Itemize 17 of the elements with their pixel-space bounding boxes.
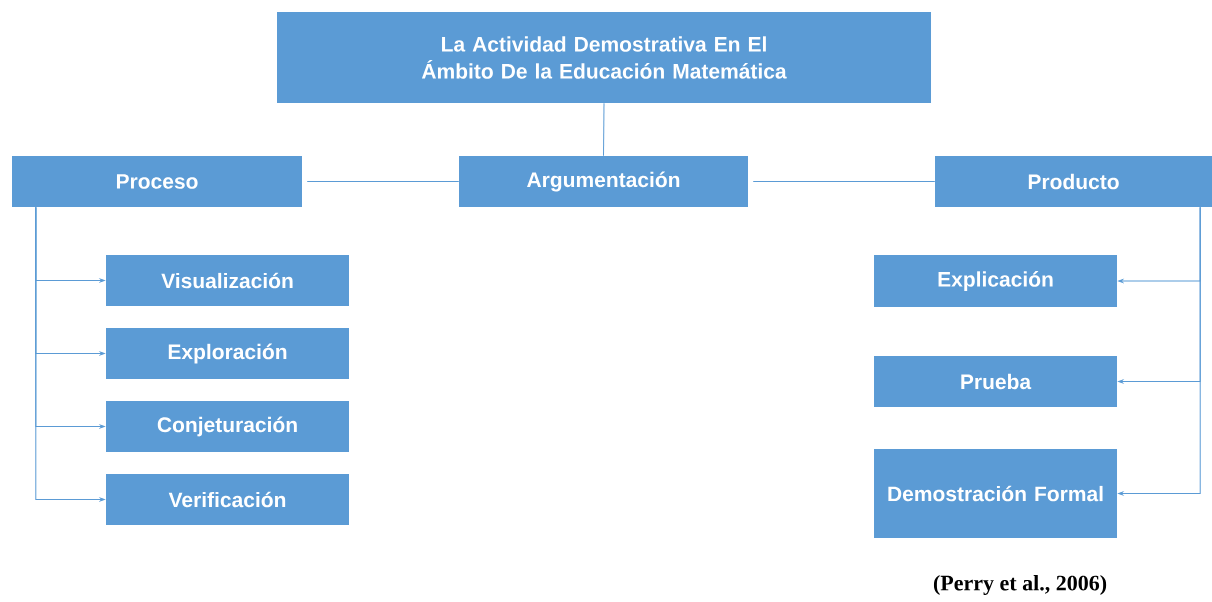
title-box: La Actividad Demostrativa En El Ámbito De la Educación Matemática xyxy=(277,12,931,103)
item-box: Explicación xyxy=(874,255,1117,307)
item-box: Prueba xyxy=(874,356,1117,407)
item-box: Verificación xyxy=(106,474,349,525)
connector xyxy=(1118,206,1201,496)
citation: (Perry et al., 2006) xyxy=(933,575,1107,595)
category-box: Producto xyxy=(935,156,1212,207)
category-box: Proceso xyxy=(12,156,302,207)
connector xyxy=(603,102,605,157)
connector xyxy=(752,181,936,182)
item-box: Exploración xyxy=(106,328,349,379)
connector xyxy=(306,181,460,182)
category-box: Argumentación xyxy=(459,156,748,207)
item-box: Demostración Formal xyxy=(874,449,1117,538)
item-box: Conjeturación xyxy=(106,401,349,452)
connector xyxy=(35,206,105,502)
item-box: Visualización xyxy=(106,255,349,306)
